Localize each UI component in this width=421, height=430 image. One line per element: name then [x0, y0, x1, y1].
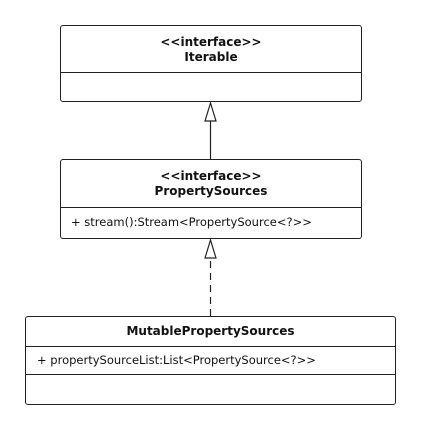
class-name: PropertySources — [154, 184, 268, 198]
class-name-compartment: <<interface>> Iterable — [61, 26, 361, 73]
realization-arrow — [204, 237, 217, 316]
operations-compartment — [26, 375, 395, 404]
generalization-arrowhead — [204, 100, 217, 122]
class-name-compartment: <<interface>> PropertySources — [61, 160, 361, 208]
operations-compartment — [61, 73, 361, 101]
class-mutable-property-sources[interactable]: MutablePropertySources + propertySourceL… — [25, 316, 396, 405]
class-property-sources[interactable]: <<interface>> PropertySources + stream()… — [60, 159, 362, 239]
generalization-arrow — [204, 100, 217, 159]
attributes-compartment: + propertySourceList:List<PropertySource… — [26, 347, 395, 375]
realization-arrowhead — [204, 237, 217, 259]
class-iterable[interactable]: <<interface>> Iterable — [60, 25, 362, 102]
operation-stream: + stream():Stream<PropertySource<?>> — [71, 215, 312, 229]
operations-compartment: + stream():Stream<PropertySource<?>> — [61, 208, 361, 238]
stereotype-label: <<interface>> — [160, 169, 262, 183]
class-name: Iterable — [184, 50, 238, 64]
stereotype-label: <<interface>> — [160, 35, 262, 49]
class-name: MutablePropertySources — [126, 324, 295, 338]
attribute-property-source-list: + propertySourceList:List<PropertySource… — [37, 353, 316, 367]
class-name-compartment: MutablePropertySources — [26, 317, 395, 347]
